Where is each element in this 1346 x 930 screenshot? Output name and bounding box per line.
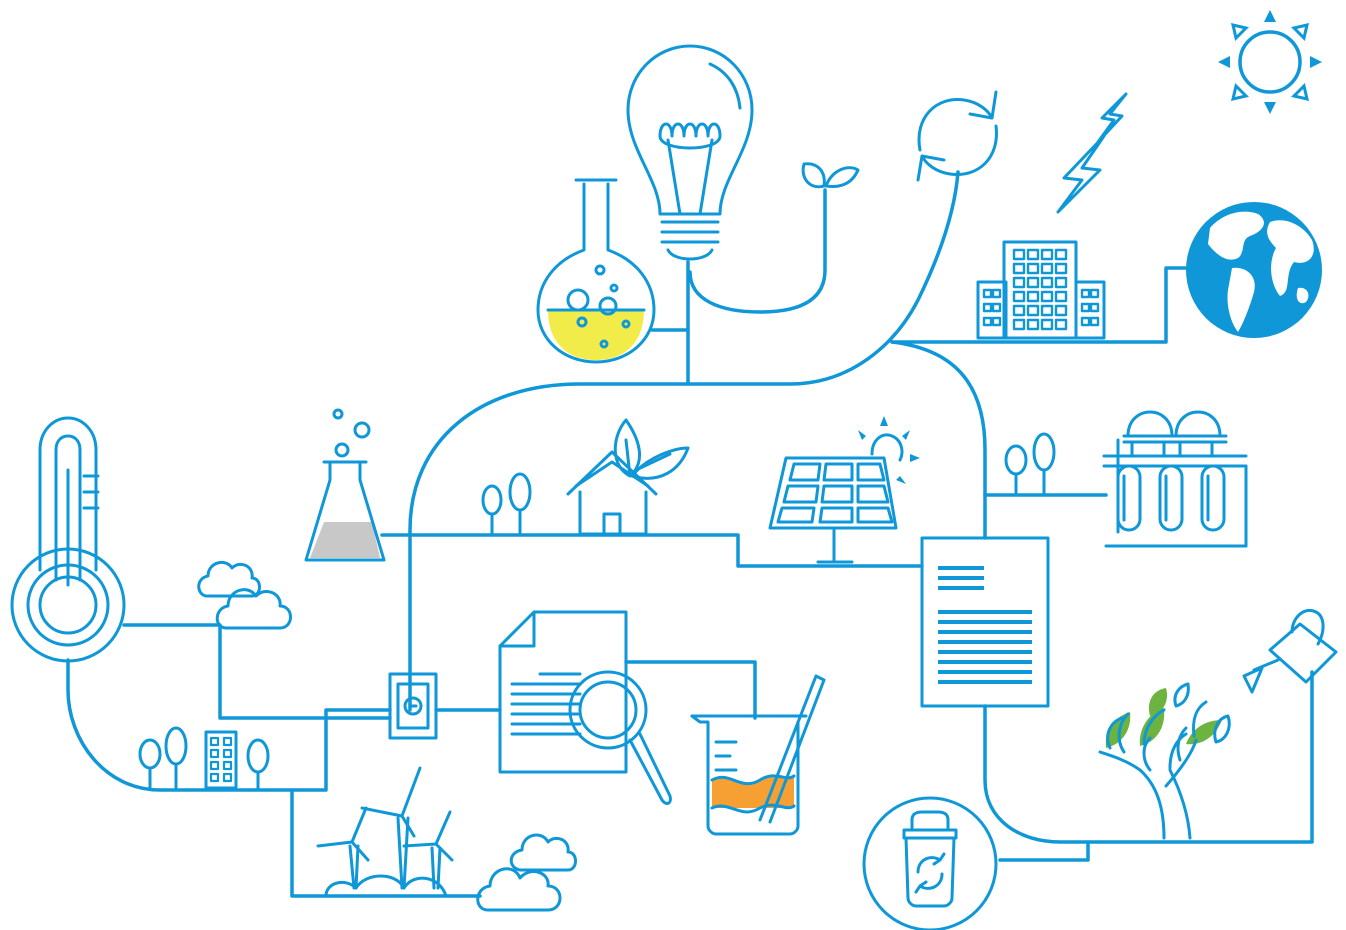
globe-icon: [1186, 202, 1322, 338]
connector-lines: [66, 170, 1314, 898]
light-bulb-icon: [626, 44, 754, 261]
test-tubes-icon: [1102, 410, 1248, 548]
trees-icon: [138, 726, 270, 790]
clouds-icon: [476, 833, 577, 912]
trees-icon: [481, 472, 532, 536]
round-flask-icon: [536, 178, 656, 364]
sprout-icon: [801, 162, 860, 189]
beaker-icon: [690, 674, 826, 836]
house-with-leaves-icon: [566, 418, 690, 536]
watering-can-icon: [1242, 609, 1338, 694]
plant-icon: [1098, 682, 1231, 840]
search-document-icon: [498, 610, 672, 805]
document-icon: [920, 536, 1050, 708]
sun-icon: [1218, 10, 1322, 114]
wind-turbines-icon: [316, 766, 454, 898]
office-buildings-icon: [976, 240, 1106, 340]
power-socket-icon: [388, 672, 438, 740]
building-icon: [204, 730, 238, 790]
recycle-bin-icon: [862, 796, 998, 930]
trees-icon: [1004, 432, 1056, 496]
solar-panel-icon: [768, 433, 904, 564]
thermometer-icon: [10, 416, 126, 663]
lightning-icon: [1056, 92, 1128, 214]
sun-small-icon: [858, 416, 920, 484]
clouds-icon: [197, 560, 292, 630]
erlenmeyer-flask-icon: [304, 408, 386, 562]
recycle-arrows-icon: [916, 90, 998, 182]
